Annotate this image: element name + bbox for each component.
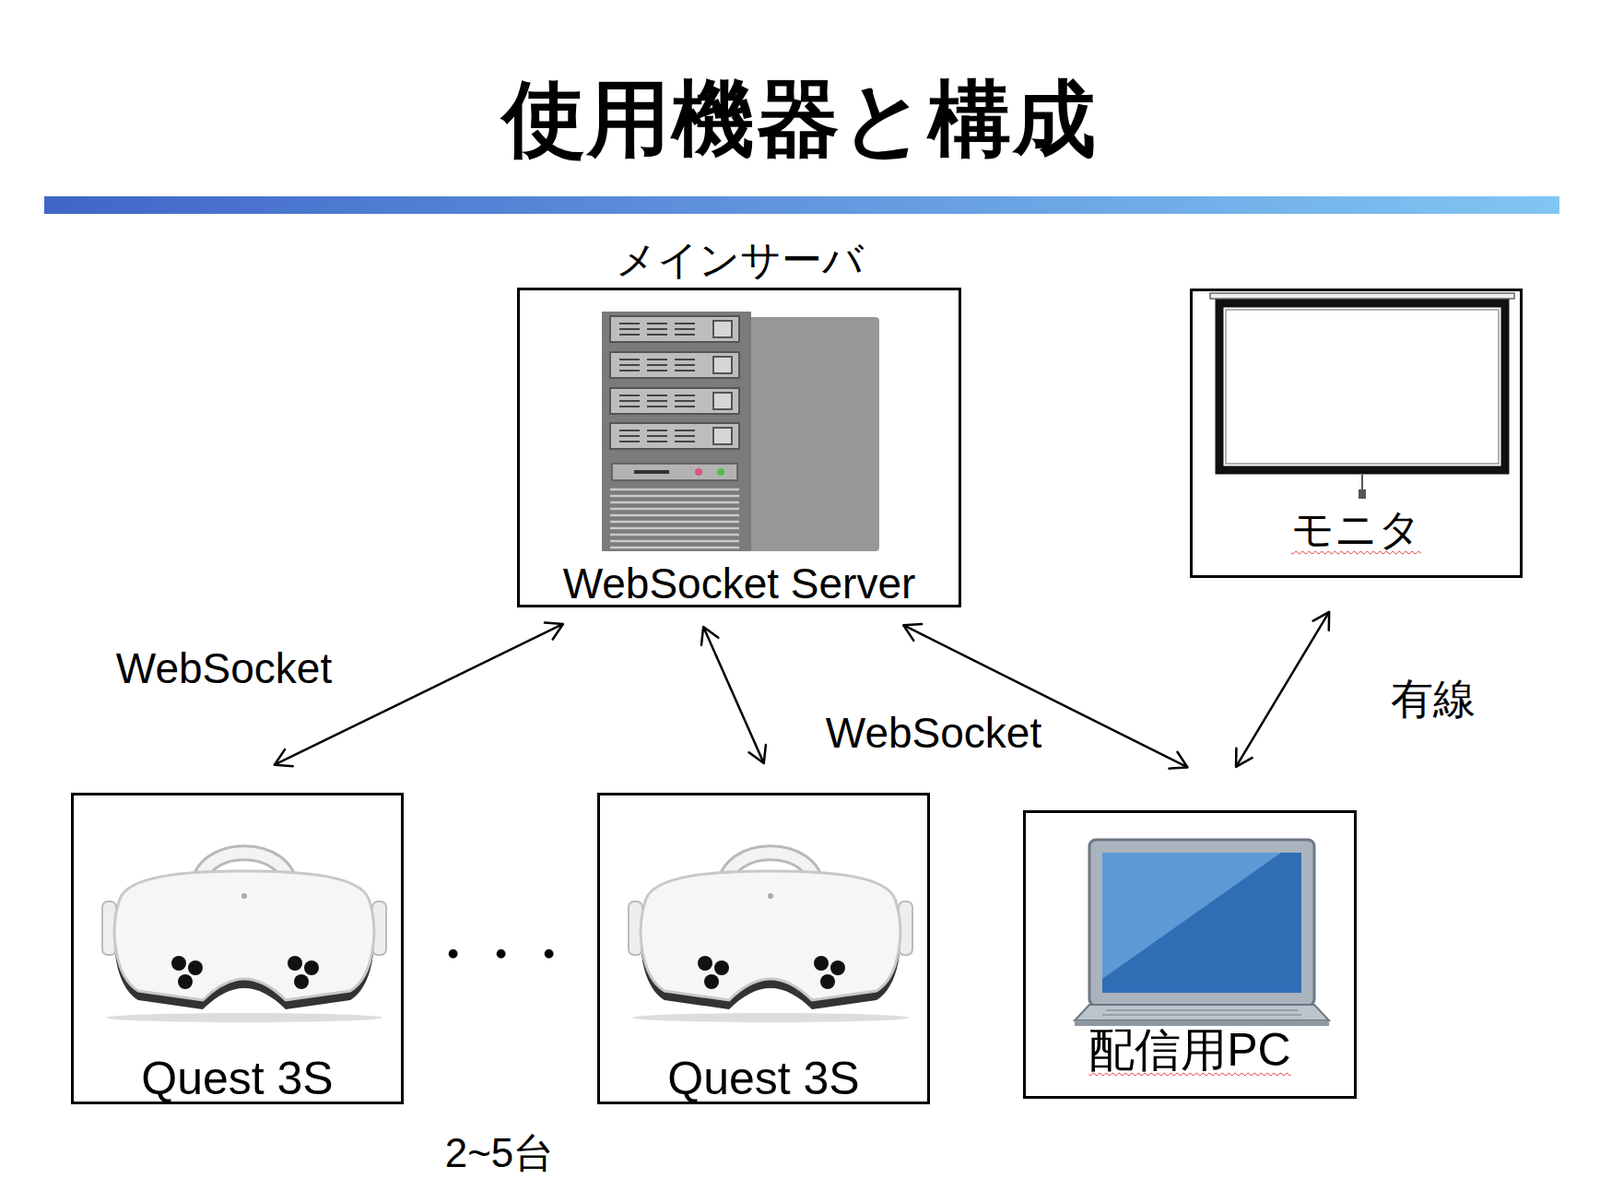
screen-frame bbox=[1219, 303, 1506, 471]
node-heading: メインサーバ bbox=[446, 236, 1033, 284]
node-label: Quest 3S bbox=[73, 1052, 401, 1106]
drive-bay bbox=[610, 388, 740, 414]
node-label: モニタ bbox=[1192, 505, 1520, 554]
arrow-head bbox=[1235, 748, 1252, 767]
bay-button bbox=[713, 427, 732, 445]
edge-label: WebSocket bbox=[825, 708, 1042, 758]
connector bbox=[1235, 611, 1330, 767]
drive-bays bbox=[610, 316, 740, 449]
node-label: Quest 3S bbox=[600, 1052, 928, 1106]
connector bbox=[701, 626, 766, 764]
grille-lines bbox=[619, 323, 695, 335]
connector-line bbox=[703, 626, 765, 764]
arrow-head bbox=[544, 623, 564, 640]
screen-handle bbox=[1358, 489, 1366, 499]
drive-bay bbox=[610, 352, 740, 378]
vr-headset bbox=[628, 852, 913, 1023]
connector-line bbox=[1235, 611, 1330, 767]
grille-lines bbox=[619, 395, 695, 407]
edge-label: 有線 bbox=[1390, 674, 1476, 724]
bay-button bbox=[713, 356, 732, 374]
monitor-icon bbox=[1210, 293, 1515, 499]
count-note: 2~5台 bbox=[445, 1129, 555, 1177]
arrow-head bbox=[749, 744, 766, 764]
grille-lines bbox=[619, 359, 695, 371]
laptop-screen bbox=[1102, 852, 1302, 993]
laptop-lid bbox=[1089, 839, 1315, 1006]
edge-label: WebSocket bbox=[116, 644, 332, 694]
server-side bbox=[748, 317, 880, 552]
page-title: 使用機器と構成 bbox=[0, 77, 1600, 161]
device-box: Quest 3S bbox=[70, 792, 404, 1105]
laptop-icon bbox=[1074, 839, 1330, 1026]
drive-bay bbox=[610, 316, 740, 342]
vr-headset bbox=[102, 852, 387, 1023]
laptop-base bbox=[1074, 1004, 1330, 1021]
server-front bbox=[601, 311, 752, 552]
arrow-head bbox=[903, 623, 922, 641]
arrow-head bbox=[1169, 752, 1189, 769]
title-bar bbox=[44, 196, 1560, 214]
bay-button bbox=[713, 392, 732, 410]
status-light bbox=[717, 468, 725, 476]
pc-box: 配信用PC bbox=[1023, 810, 1357, 1099]
server-box: メインサーバWebSocket Server bbox=[517, 287, 962, 608]
arrow-head bbox=[1313, 611, 1330, 631]
server-vents bbox=[610, 489, 740, 548]
drive-bay bbox=[610, 423, 740, 449]
arrow-head bbox=[701, 626, 718, 646]
device-box: Quest 3S bbox=[597, 792, 930, 1105]
node-label: 配信用PC bbox=[1025, 1023, 1354, 1078]
drive-grille bbox=[619, 323, 695, 442]
server-icon bbox=[601, 311, 880, 552]
ellipsis-mark: ・・・ bbox=[428, 927, 573, 983]
server-panel bbox=[611, 463, 738, 481]
node-label: WebSocket Server bbox=[519, 559, 959, 609]
bay-button bbox=[713, 320, 732, 338]
monitor-box: モニタ bbox=[1189, 288, 1523, 578]
server-slot bbox=[634, 470, 670, 474]
grille-lines bbox=[619, 430, 695, 442]
screen-rod bbox=[1210, 293, 1515, 299]
arrow-head bbox=[274, 749, 294, 766]
status-light bbox=[694, 468, 703, 476]
screen-inner bbox=[1225, 309, 1499, 464]
laptop-keys bbox=[1102, 1010, 1302, 1015]
screen-glare bbox=[1102, 852, 1282, 979]
